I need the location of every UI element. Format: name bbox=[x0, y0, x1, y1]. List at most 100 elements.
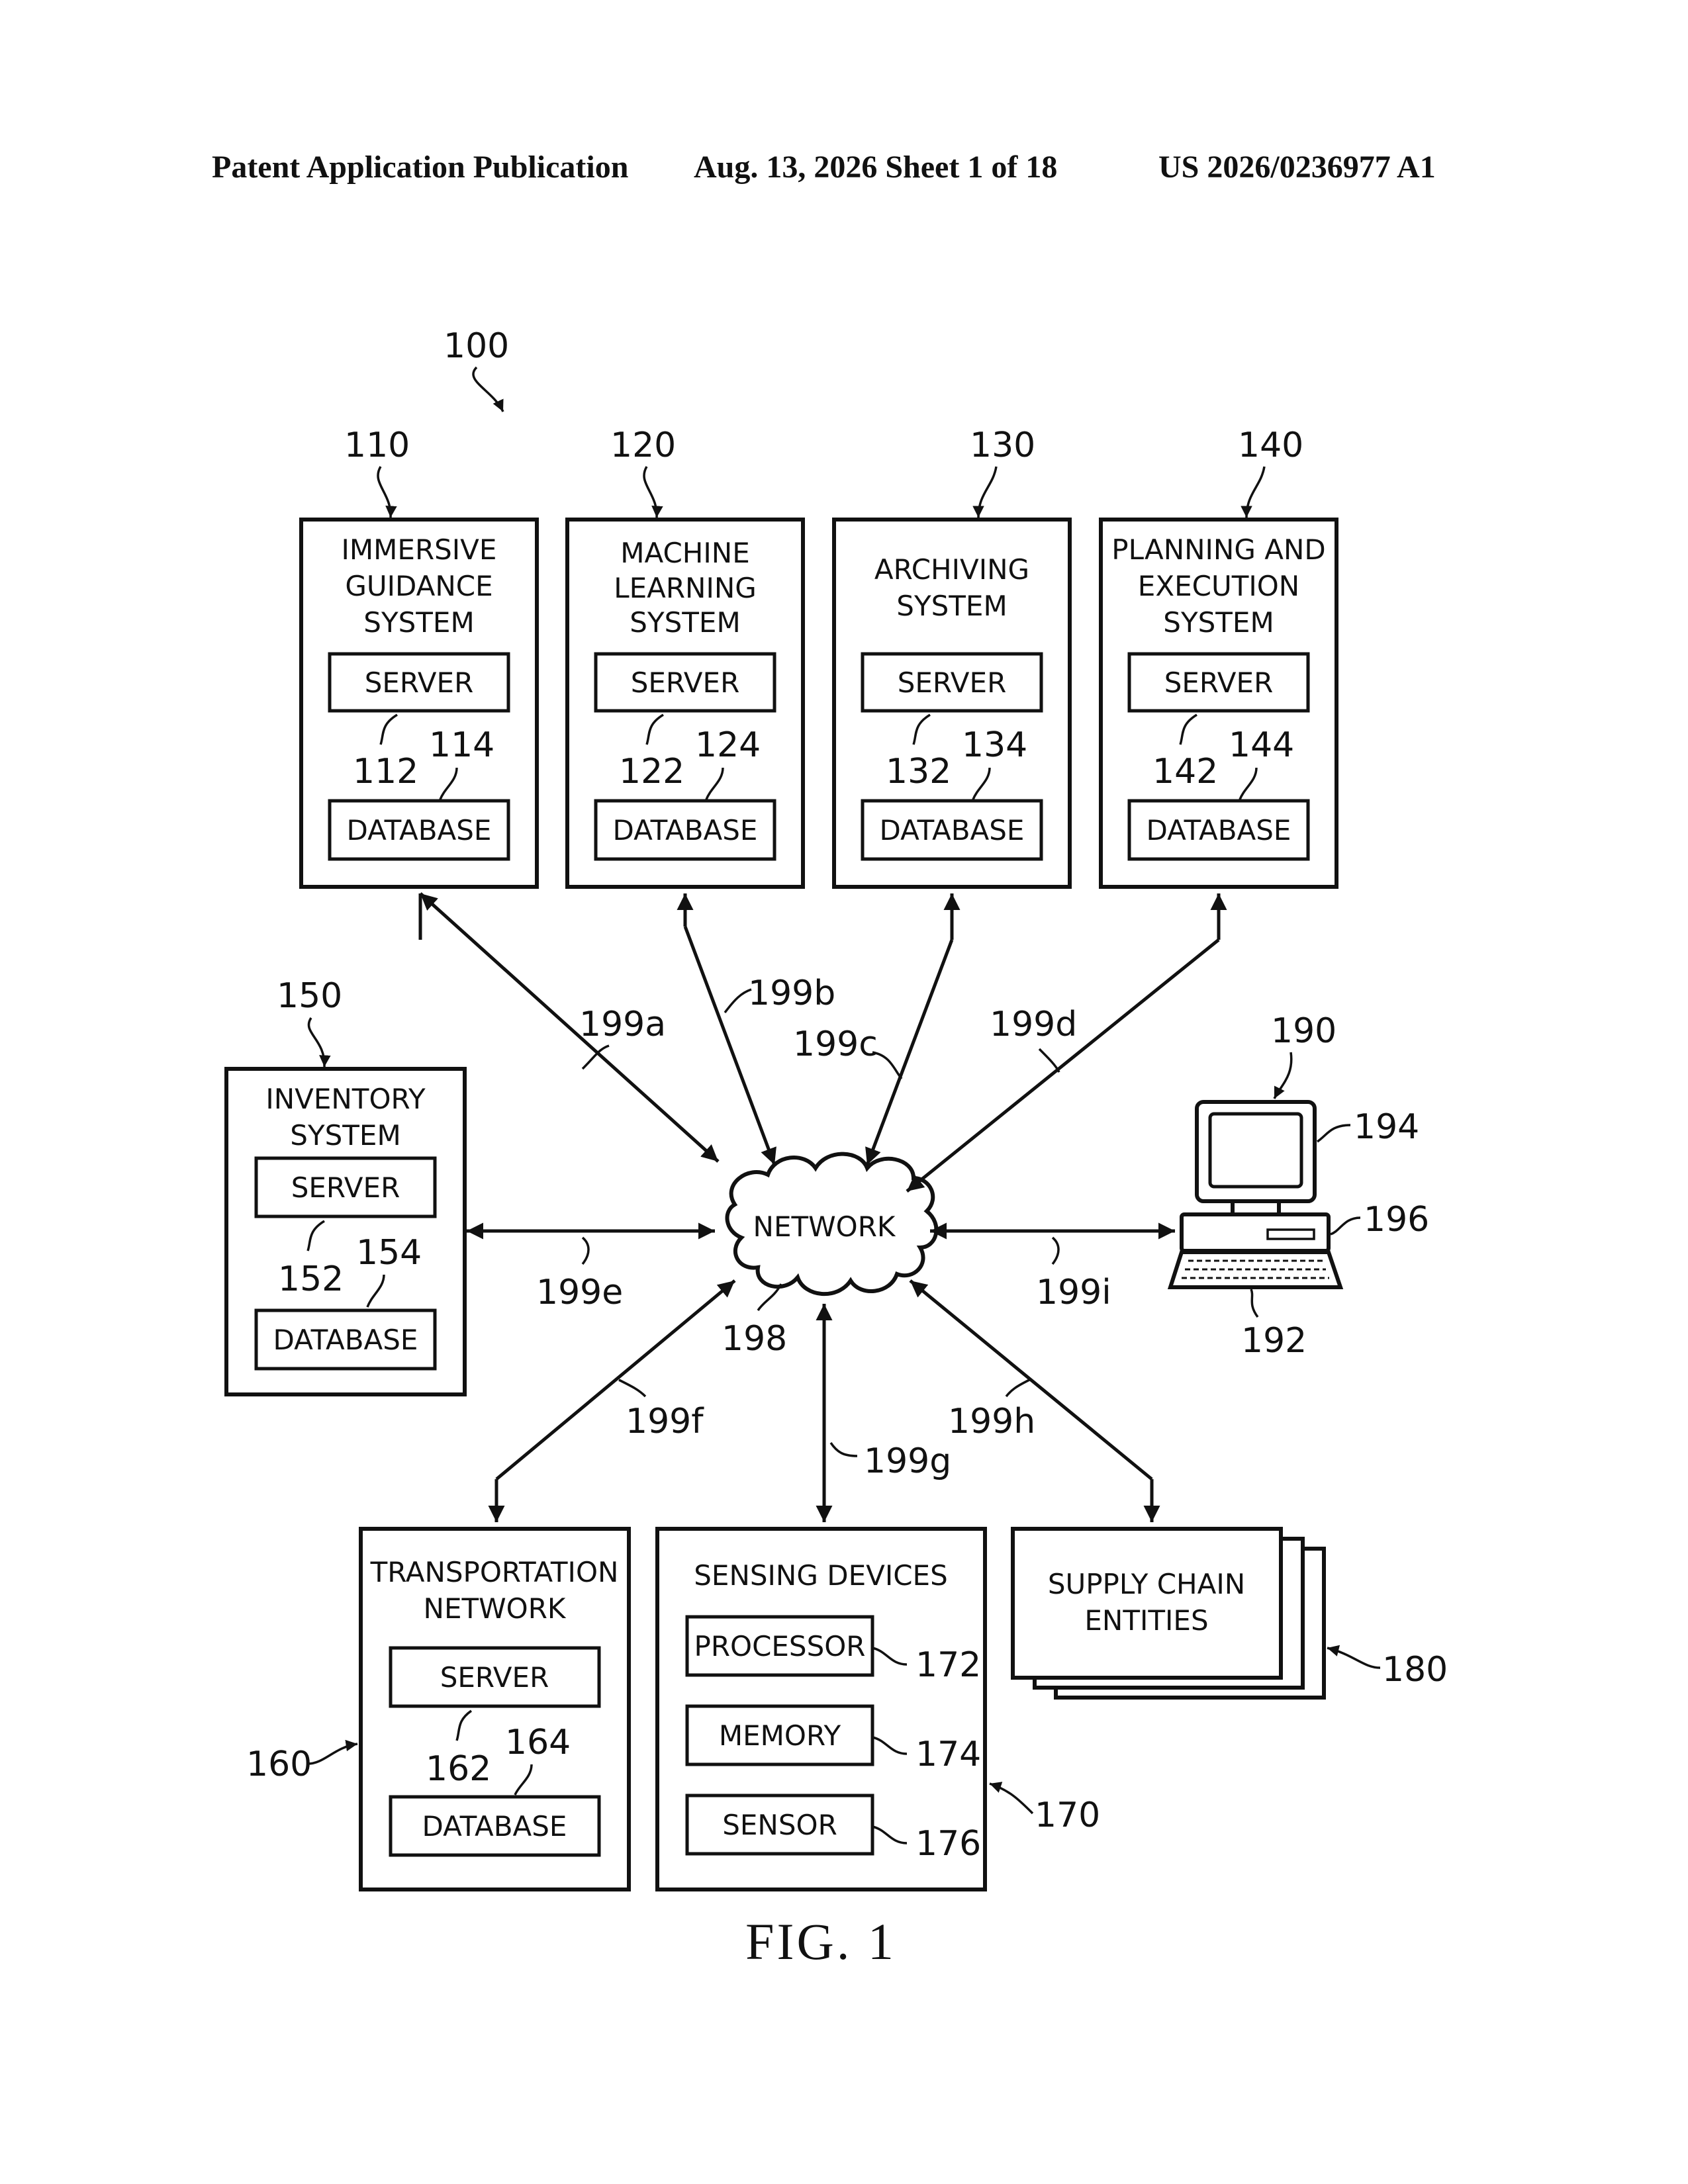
ml-database-label: DATABASE bbox=[613, 814, 758, 846]
transport-server-label: SERVER bbox=[440, 1661, 549, 1694]
header-publication: Patent Application Publication bbox=[212, 150, 628, 185]
inventory-server-label: SERVER bbox=[291, 1171, 400, 1204]
base-unit bbox=[1182, 1214, 1329, 1251]
ref-198-leader bbox=[758, 1284, 781, 1310]
ref-140-leader bbox=[1246, 467, 1264, 518]
planning-database-label: DATABASE bbox=[1147, 814, 1291, 846]
computer-terminal: 190 194 196 192 bbox=[1170, 1011, 1429, 1361]
archiving-server-label: SERVER bbox=[898, 666, 1007, 699]
supply-title-1: SUPPLY CHAIN bbox=[1048, 1568, 1245, 1600]
ref-199i: 199i bbox=[1036, 1273, 1111, 1312]
ref-199h: 199h bbox=[948, 1402, 1035, 1441]
ref-194-leader bbox=[1317, 1125, 1350, 1142]
link-199c-diag bbox=[867, 940, 952, 1165]
figure-label: FIG. 1 bbox=[745, 1913, 896, 1970]
ref-199e: 199e bbox=[536, 1273, 623, 1312]
inventory-database-label: DATABASE bbox=[273, 1324, 418, 1356]
network-cloud: NETWORK 198 bbox=[722, 1154, 936, 1359]
ref-150-leader bbox=[308, 1018, 324, 1067]
ref-199g: 199g bbox=[864, 1441, 951, 1481]
supply-chain-entities-box bbox=[1013, 1529, 1281, 1678]
ml-title-1: MACHINE bbox=[620, 537, 749, 569]
sensor-label: SENSOR bbox=[722, 1809, 837, 1841]
immersive-database-label: DATABASE bbox=[347, 814, 492, 846]
processor-label: PROCESSOR bbox=[694, 1630, 866, 1662]
ref-134: 134 bbox=[962, 725, 1027, 765]
immersive-title-3: SYSTEM bbox=[363, 606, 474, 639]
ref-199f: 199f bbox=[626, 1402, 704, 1441]
ref-172: 172 bbox=[915, 1645, 981, 1685]
ref-194: 194 bbox=[1354, 1107, 1419, 1147]
archiving-title-2: SYSTEM bbox=[896, 590, 1007, 622]
ref-130: 130 bbox=[970, 426, 1035, 465]
sensing-title: SENSING DEVICES bbox=[694, 1559, 948, 1592]
ref-144: 144 bbox=[1229, 725, 1294, 765]
inventory-title-1: INVENTORY bbox=[265, 1083, 426, 1115]
ref-100: 100 bbox=[444, 326, 509, 366]
immersive-title-1: IMMERSIVE bbox=[342, 533, 497, 566]
ref-192: 192 bbox=[1241, 1321, 1307, 1361]
ref-122: 122 bbox=[619, 752, 684, 792]
ref-196-leader bbox=[1331, 1218, 1360, 1234]
immersive-title-2: GUIDANCE bbox=[345, 570, 492, 602]
ref-199g-leader bbox=[831, 1443, 857, 1456]
machine-learning-system: 120 MACHINE LEARNING SYSTEM SERVER 122 1… bbox=[567, 426, 803, 887]
planning-title-2: EXECUTION bbox=[1138, 570, 1299, 602]
ref-198: 198 bbox=[722, 1319, 787, 1359]
ref-112: 112 bbox=[353, 752, 418, 792]
transport-title-2: NETWORK bbox=[424, 1592, 567, 1625]
ref-140: 140 bbox=[1238, 426, 1303, 465]
planning-execution-system: 140 PLANNING AND EXECUTION SYSTEM SERVER… bbox=[1101, 426, 1336, 887]
ref-199i-leader bbox=[1053, 1238, 1058, 1264]
link-199b-diag bbox=[685, 927, 774, 1165]
supply-chain-entities: SUPPLY CHAIN ENTITIES 180 bbox=[1013, 1529, 1448, 1698]
ref-190: 190 bbox=[1271, 1011, 1336, 1051]
monitor-screen bbox=[1210, 1114, 1301, 1187]
ref-199d: 199d bbox=[990, 1005, 1077, 1044]
inventory-title-2: SYSTEM bbox=[290, 1119, 400, 1152]
ref-199b: 199b bbox=[748, 974, 835, 1013]
ref-150: 150 bbox=[277, 976, 342, 1016]
ref-124: 124 bbox=[695, 725, 761, 765]
ml-title-2: LEARNING bbox=[614, 572, 757, 604]
ref-162: 162 bbox=[426, 1749, 491, 1789]
immersive-guidance-system: 110 IMMERSIVE GUIDANCE SYSTEM SERVER 112… bbox=[301, 426, 537, 887]
ref-199h-leader bbox=[1006, 1380, 1029, 1396]
ref-110: 110 bbox=[344, 426, 410, 465]
ref-180-leader bbox=[1327, 1648, 1380, 1668]
ml-server-label: SERVER bbox=[631, 666, 740, 699]
ref-120: 120 bbox=[610, 426, 676, 465]
ref-199d-leader bbox=[1039, 1049, 1059, 1072]
ml-title-3: SYSTEM bbox=[630, 606, 740, 639]
memory-label: MEMORY bbox=[719, 1719, 841, 1752]
ref-110-leader bbox=[378, 467, 391, 518]
ref-142: 142 bbox=[1152, 752, 1218, 792]
ref-199a: 199a bbox=[579, 1005, 666, 1044]
immersive-server-label: SERVER bbox=[365, 666, 474, 699]
transportation-network: TRANSPORTATION NETWORK SERVER 162 164 DA… bbox=[246, 1529, 629, 1889]
ref-132: 132 bbox=[886, 752, 951, 792]
archiving-title-1: ARCHIVING bbox=[874, 553, 1029, 586]
ref-199e-leader bbox=[583, 1238, 588, 1264]
ref-160: 160 bbox=[246, 1745, 312, 1784]
supply-title-2: ENTITIES bbox=[1084, 1604, 1208, 1637]
ref-196: 196 bbox=[1364, 1200, 1429, 1240]
ref-170-leader bbox=[990, 1784, 1033, 1813]
ref-176: 176 bbox=[915, 1824, 981, 1864]
planning-title-1: PLANNING AND bbox=[1111, 533, 1325, 566]
archiving-database-label: DATABASE bbox=[880, 814, 1025, 846]
archiving-system: 130 ARCHIVING SYSTEM SERVER 132 134 DATA… bbox=[834, 426, 1070, 887]
ref-170: 170 bbox=[1035, 1796, 1100, 1835]
ref-100-leader bbox=[473, 367, 503, 412]
ref-174: 174 bbox=[915, 1735, 981, 1774]
planning-title-3: SYSTEM bbox=[1163, 606, 1274, 639]
ref-190-leader bbox=[1274, 1052, 1291, 1099]
ref-154: 154 bbox=[356, 1233, 422, 1273]
ref-199c: 199c bbox=[793, 1024, 878, 1064]
ref-164: 164 bbox=[505, 1723, 571, 1762]
inventory-system: 150 INVENTORY SYSTEM SERVER 152 154 DATA… bbox=[226, 976, 465, 1394]
header-date-sheet: Aug. 13, 2026 Sheet 1 of 18 bbox=[694, 150, 1057, 185]
header-publication-number: US 2026/0236977 A1 bbox=[1158, 150, 1436, 185]
ref-152: 152 bbox=[278, 1259, 344, 1299]
network-label: NETWORK bbox=[753, 1210, 896, 1243]
